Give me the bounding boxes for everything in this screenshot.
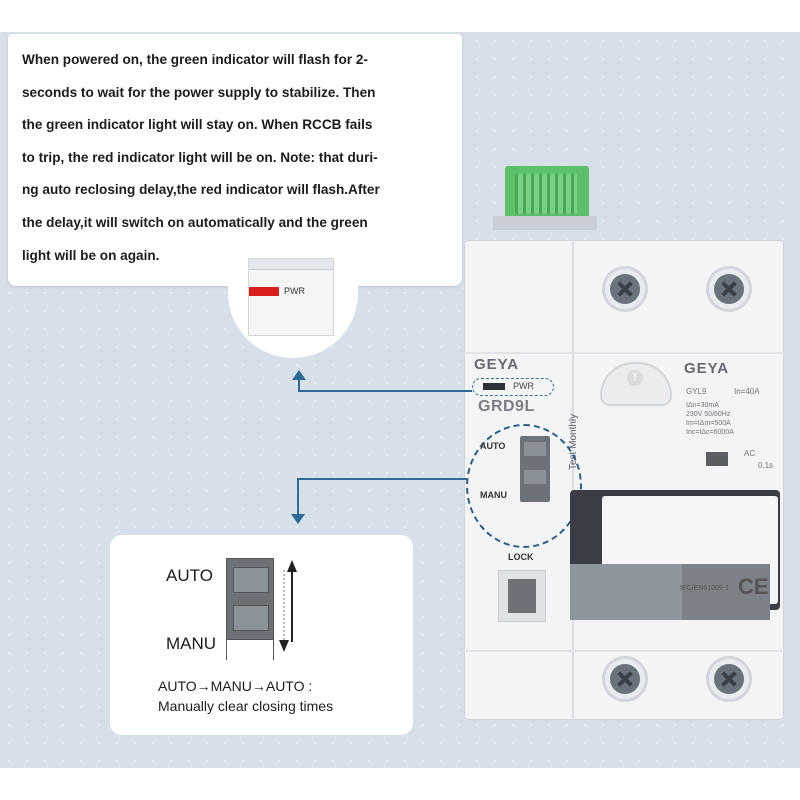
lock-switch[interactable] <box>498 570 546 622</box>
pwr-led <box>483 383 505 390</box>
description-line: seconds to wait for the power supply to … <box>22 84 376 100</box>
chevron-up-icon <box>524 442 546 456</box>
terminal-base <box>493 216 597 230</box>
status-window <box>706 452 728 466</box>
pwr-zoom-label: PWR <box>284 286 305 296</box>
spec-rated-current: In=40A <box>734 387 760 396</box>
lock-slider <box>508 579 536 613</box>
screw-top-left <box>602 266 648 312</box>
description-line: the delay,it will switch on automaticall… <box>22 214 368 230</box>
sequence-note-detail: Manually clear closing times <box>158 698 334 714</box>
auto-manu-switch[interactable] <box>520 436 550 502</box>
detail-up-button <box>233 567 269 593</box>
description-line: the green indicator light will stay on. … <box>22 117 373 133</box>
pwr-red-indicator <box>249 287 279 296</box>
spec-trip-time: 0.1s <box>758 461 774 470</box>
breaker-handle[interactable] <box>570 564 770 620</box>
switch-highlight-circle <box>466 424 582 548</box>
connector-down-horizontal <box>297 478 467 480</box>
terminal-ridges <box>515 174 577 214</box>
spec-line: 230V 50/60Hz <box>686 411 731 418</box>
screw-top-right <box>706 266 752 312</box>
description-line: When powered on, the green indicator wil… <box>22 52 368 67</box>
description-line: ng auto reclosing delay,the red indicato… <box>22 182 380 198</box>
spec-line: Im=IΔm=500A <box>686 420 731 427</box>
screw-bottom-right <box>706 656 752 702</box>
test-button-symbol: T <box>627 370 643 386</box>
switch-detail-graphic <box>226 558 274 660</box>
connector-up-vertical <box>298 378 300 392</box>
pwr-zoom-card: PWR <box>248 258 334 336</box>
spec-line: Inc=IΔc=6000A <box>686 429 734 436</box>
lower-band <box>464 650 784 652</box>
double-arrow-icon <box>279 560 297 652</box>
spec-line: IΔn=30mA <box>686 402 719 409</box>
detail-switch-base <box>227 639 273 660</box>
upper-band <box>464 352 784 354</box>
description-line: to trip, the red indicator light will be… <box>22 149 378 165</box>
chevron-down-icon <box>524 470 546 484</box>
description-line: light will be on again. <box>22 247 160 263</box>
certification-label: IEC/EN61009-1 <box>680 585 730 592</box>
handle-highlight <box>570 564 682 620</box>
connector-down-vertical <box>297 478 299 516</box>
arrow-down-icon <box>291 514 305 524</box>
spec-ac: AC <box>744 449 756 458</box>
switch-manu-label: MANU <box>480 490 507 500</box>
detail-auto-label: AUTO <box>166 566 213 585</box>
detail-manu-label: MANU <box>166 634 217 653</box>
pwr-indicator-highlight: PWR <box>472 378 554 396</box>
model-label: GRD9L <box>478 398 535 415</box>
ce-mark: CE <box>738 574 769 599</box>
test-button[interactable]: T <box>600 362 672 406</box>
connector-up-horizontal <box>298 390 472 392</box>
lock-label: LOCK <box>508 552 534 562</box>
green-terminal <box>493 166 597 230</box>
detail-down-button <box>233 605 269 631</box>
screw-bottom-left <box>602 656 648 702</box>
arrow-up-icon <box>292 370 306 380</box>
brand-logo-right: GEYA <box>684 360 730 377</box>
sequence-note: AUTO→MANU→AUTO : <box>158 678 313 694</box>
description-text: When powered on, the green indicator wil… <box>22 44 462 272</box>
card-top-edge <box>249 259 333 270</box>
pwr-label: PWR <box>513 381 534 391</box>
brand-logo-left: GEYA <box>474 356 520 373</box>
switch-auto-label: AUTO <box>480 441 506 451</box>
spec-model: GYL9 <box>686 387 707 396</box>
